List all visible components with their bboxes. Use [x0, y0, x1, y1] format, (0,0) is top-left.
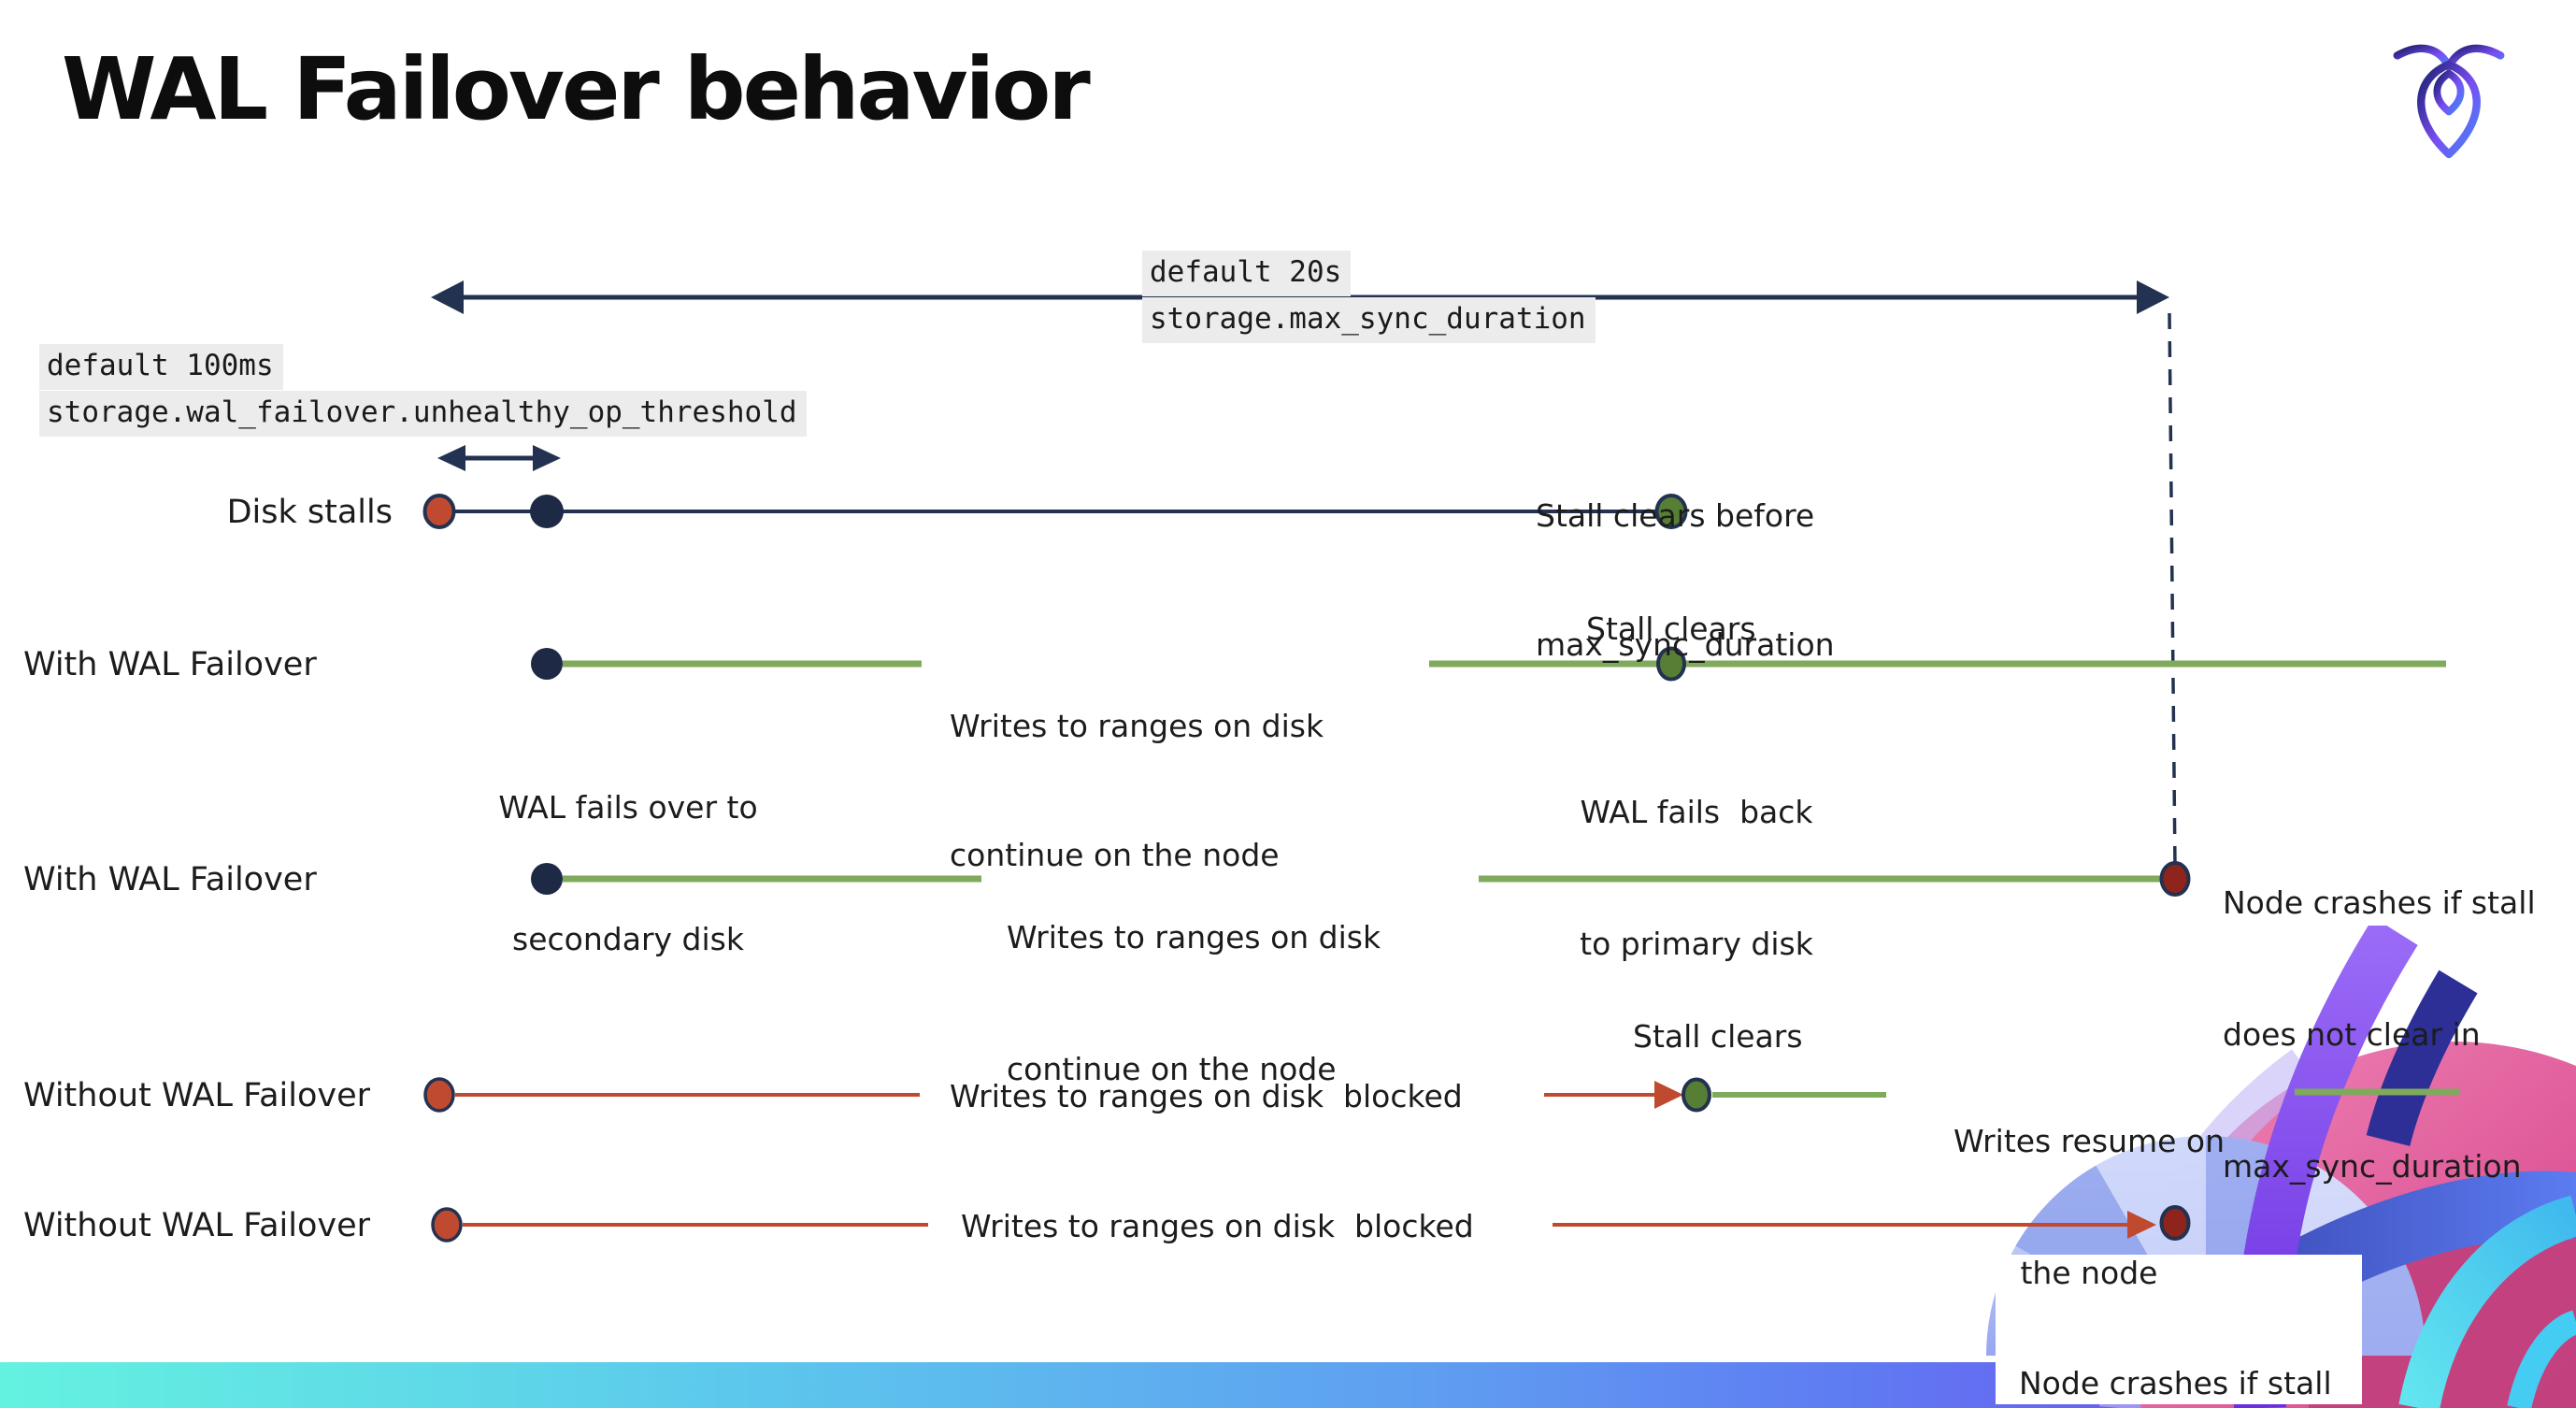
- max-sync-duration-label: default 20s storage.max_sync_duration: [1142, 251, 1596, 343]
- red-arrow-head-icon: [1654, 1081, 1683, 1109]
- row-label-with-wal-failover-1: With WAL Failover: [23, 646, 317, 683]
- stall-start-dot: [423, 1077, 455, 1113]
- max-sync-dashed-line: [2168, 312, 2177, 867]
- note-writes-blocked-1: Writes to ranges on disk blocked: [950, 1078, 1463, 1114]
- row-label-without-wal-failover-2: Without WAL Failover: [23, 1207, 371, 1244]
- arrow-head-right-icon: [533, 445, 561, 471]
- arrow-head-right-icon: [2137, 280, 2169, 314]
- unhealthy-op-threshold-label: default 100ms storage.wal_failover.unhea…: [39, 344, 807, 437]
- setting-name: storage.wal_failover.unhealthy_op_thresh…: [39, 391, 807, 437]
- setting-default-value: default 20s: [1142, 251, 1352, 296]
- arrow-head-left-icon: [431, 280, 464, 314]
- stall-clears-dot: [1682, 1077, 1711, 1113]
- cyan-arc-small: [2507, 1310, 2576, 1408]
- page-title: WAL Failover behavior: [62, 39, 1091, 139]
- arrow-head-left-icon: [437, 445, 465, 471]
- cyan-arc-large: [2398, 1195, 2576, 1408]
- note-stall-clears-row4: Stall clears: [1633, 1018, 1803, 1055]
- note-node-crashes-row5: Node crashes if stall does not clear in …: [2019, 1365, 2332, 1401]
- row-label-disk-stalls: Disk stalls: [226, 494, 393, 531]
- row-label-with-wal-failover-2: With WAL Failover: [23, 861, 317, 898]
- node-crash-dot: [2159, 861, 2191, 897]
- setting-default-value: default 100ms: [39, 344, 283, 390]
- failover-dot: [531, 648, 563, 680]
- note-writes-continue-1: Writes to ranges on disk continue on the…: [950, 708, 1324, 873]
- note-wal-fails-over: WAL fails over to secondary disk: [498, 789, 758, 957]
- stall-start-dot: [422, 494, 456, 529]
- cockroach-logo-icon: [2393, 44, 2505, 159]
- indigo-band: [2366, 970, 2478, 1147]
- crash-note-box: [1996, 1255, 2362, 1404]
- note-writes-resume: Writes resume on the node: [1953, 1123, 2225, 1291]
- stall-start-dot: [431, 1207, 463, 1243]
- note-stall-clears-row2: Stall clears: [1586, 611, 1756, 647]
- note-writes-blocked-2: Writes to ranges on disk blocked: [961, 1208, 1474, 1244]
- note-stall-clears-before: Stall clears before max_sync_duration: [1536, 497, 1835, 663]
- note-wal-fails-back: WAL fails back to primary disk: [1580, 794, 1813, 962]
- setting-name: storage.max_sync_duration: [1142, 297, 1596, 343]
- threshold-dot: [530, 495, 564, 528]
- row-label-without-wal-failover-1: Without WAL Failover: [23, 1077, 371, 1114]
- note-writes-continue-2: Writes to ranges on disk continue on the…: [1007, 919, 1381, 1087]
- note-node-crashes-row3: Node crashes if stall does not clear in …: [2223, 884, 2536, 1185]
